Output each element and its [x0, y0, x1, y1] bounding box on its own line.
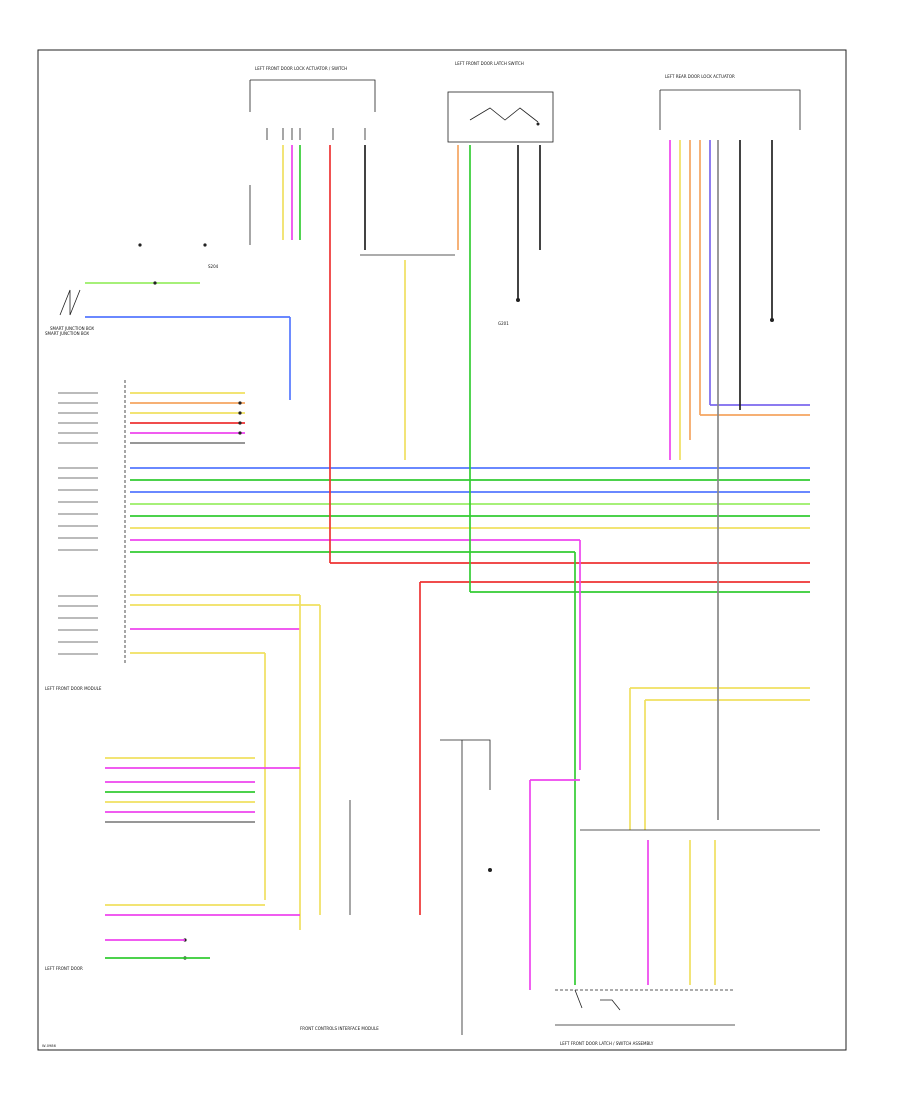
vertical-wires	[264, 140, 773, 990]
left-lower-door-label: LEFT FRONT DOOR	[45, 966, 83, 971]
left-door-wires	[105, 757, 580, 959]
left-module: SMART JUNCTION BOX	[50, 289, 126, 665]
diagram-frame	[37, 49, 847, 1051]
splice-label: S204	[208, 264, 219, 269]
footer-right-title: LEFT FRONT DOOR LATCH / SWITCH ASSEMBLY	[560, 1041, 654, 1046]
left-door-module-label: LEFT FRONT DOOR MODULE	[45, 686, 102, 691]
latch-assembly	[555, 829, 820, 1026]
top-right-title: LEFT REAR DOOR LOCK ACTUATOR	[665, 74, 735, 79]
upper-pin-wires	[85, 282, 320, 654]
top-mid-title: LEFT FRONT DOOR LATCH SWITCH	[455, 61, 524, 66]
top-left-actuator: LEFT FRONT DOOR LOCK ACTUATOR / SWITCH	[249, 66, 376, 140]
pin-labels	[58, 392, 98, 655]
mid-elements	[249, 185, 774, 1035]
top-right-actuator: LEFT REAR DOOR LOCK ACTUATOR	[659, 74, 801, 130]
left-module-label: SMART JUNCTION BOX	[50, 326, 94, 331]
top-left-title: LEFT FRONT DOOR LOCK ACTUATOR / SWITCH	[255, 66, 347, 71]
footer-left-title: FRONT CONTROLS INTERFACE MODULE	[300, 1026, 379, 1031]
connector-dots	[138, 243, 242, 960]
ground-label: G201	[498, 321, 509, 326]
figure-code: W-0986	[42, 1044, 57, 1048]
upper-left-note: SMART JUNCTION BOX	[45, 331, 89, 336]
top-mid-switch: LEFT FRONT DOOR LATCH SWITCH	[447, 61, 554, 143]
